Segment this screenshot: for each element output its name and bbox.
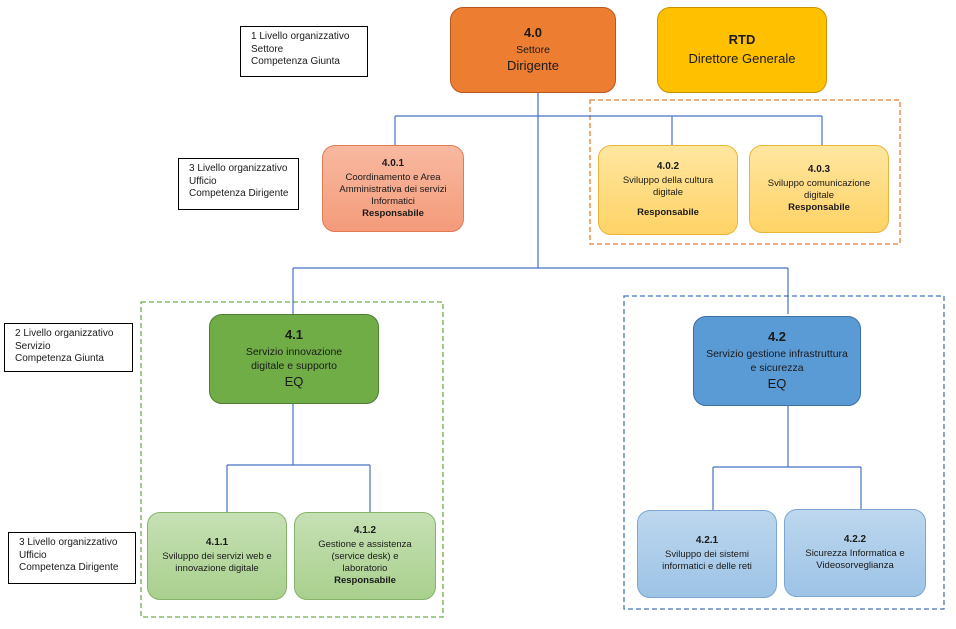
node-4-1-2[interactable]: 4.1.2 Gestione e assistenza (service des… bbox=[294, 512, 436, 600]
node-4-2-code: 4.2 bbox=[767, 329, 787, 344]
node-4-0-code: 4.0 bbox=[523, 25, 543, 40]
node-4-0-2-line-1: Sviluppo della cultura bbox=[622, 175, 714, 186]
legend-level-1-line-1: 1 Livello organizzativo bbox=[251, 31, 350, 42]
node-4-1-code: 4.1 bbox=[284, 327, 304, 342]
legend-level-3-upper: 3 Livello organizzativo Ufficio Competen… bbox=[178, 158, 299, 210]
node-4-1-2-role: Responsabile bbox=[334, 575, 396, 586]
node-4-1-1-line-2: innovazione digitale bbox=[175, 563, 259, 574]
legend-level-2-line-3: Competenza Giunta bbox=[15, 353, 104, 364]
node-4-0-1-line-3: Informatici bbox=[371, 195, 415, 207]
node-4-0-3-line-2: digitale bbox=[803, 190, 835, 201]
node-4-1-2-line-2: (service desk) e bbox=[331, 551, 399, 562]
node-4-1-2-line-3: laboratorio bbox=[342, 563, 388, 574]
node-4-1-1-line-1: Sviluppo dei servizi web e bbox=[162, 551, 272, 562]
node-4-0-1-line-1: Coordinamento e Area bbox=[345, 171, 441, 183]
legend-level-3-lower-line-1: 3 Livello organizzativo bbox=[19, 537, 118, 548]
node-4-2-2-line-2: Videosorveglianza bbox=[816, 560, 894, 571]
node-4-0-2-role: Responsabile bbox=[637, 207, 699, 218]
node-4-2-line-1: Servizio gestione infrastruttura bbox=[706, 348, 848, 360]
node-4-2-line-2: e sicurezza bbox=[750, 362, 804, 374]
node-4-1-1[interactable]: 4.1.1 Sviluppo dei servizi web e innovaz… bbox=[147, 512, 287, 600]
node-4-1-level: EQ bbox=[284, 374, 304, 389]
node-4-0-3-code: 4.0.3 bbox=[807, 164, 831, 175]
legend-level-3-upper-line-3: Competenza Dirigente bbox=[189, 188, 289, 199]
node-4-2-level: EQ bbox=[767, 376, 787, 391]
node-rtd-code: RTD bbox=[728, 32, 756, 47]
service-41-group-frame bbox=[140, 301, 444, 618]
node-4-2-1[interactable]: 4.2.1 Sviluppo dei sistemi informatici e… bbox=[637, 510, 777, 598]
node-4-1-2-line-1: Gestione e assistenza bbox=[318, 539, 412, 550]
node-rtd-line-1: Direttore Generale bbox=[688, 51, 796, 66]
node-4-2-1-line-1: Sviluppo dei sistemi bbox=[665, 549, 749, 560]
node-4-2-2-code: 4.2.2 bbox=[843, 534, 867, 545]
node-4-0-3[interactable]: 4.0.3 Sviluppo comunicazione digitale Re… bbox=[749, 145, 889, 233]
node-4-0-2-code: 4.0.2 bbox=[656, 161, 680, 172]
legend-level-1: 1 Livello organizzativo Settore Competen… bbox=[240, 26, 368, 77]
legend-level-2-line-2: Servizio bbox=[15, 340, 51, 352]
legend-level-1-line-2: Settore bbox=[251, 43, 284, 55]
staff-group-frame bbox=[589, 99, 901, 245]
node-4-0-line-2: Dirigente bbox=[506, 58, 560, 73]
node-4-1-1-code: 4.1.1 bbox=[205, 537, 229, 548]
legend-level-3-lower-line-3: Competenza Dirigente bbox=[19, 562, 119, 573]
node-4-0[interactable]: 4.0 Settore Dirigente bbox=[450, 7, 616, 93]
legend-level-3-lower: 3 Livello organizzativo Ufficio Competen… bbox=[8, 532, 136, 584]
node-4-1-2-code: 4.1.2 bbox=[353, 525, 377, 536]
node-4-2-2-line-1: Sicurezza Informatica e bbox=[805, 548, 905, 559]
node-4-2-1-line-2: informatici e delle reti bbox=[662, 561, 752, 572]
node-4-1[interactable]: 4.1 Servizio innovazione digitale e supp… bbox=[209, 314, 379, 404]
node-4-0-2[interactable]: 4.0.2 Sviluppo della cultura digitale Re… bbox=[598, 145, 738, 235]
node-4-0-3-role: Responsabile bbox=[788, 202, 850, 213]
node-4-2-2[interactable]: 4.2.2 Sicurezza Informatica e Videosorve… bbox=[784, 509, 926, 597]
node-4-0-1-code: 4.0.1 bbox=[381, 157, 405, 169]
legend-level-2-line-1: 2 Livello organizzativo bbox=[15, 328, 114, 339]
node-rtd[interactable]: RTD Direttore Generale bbox=[657, 7, 827, 93]
node-4-1-line-2: digitale e supporto bbox=[251, 360, 337, 372]
node-4-0-2-line-2: digitale bbox=[652, 187, 684, 198]
legend-level-3-upper-line-2: Ufficio bbox=[189, 175, 217, 187]
legend-level-2: 2 Livello organizzativo Servizio Compete… bbox=[4, 323, 133, 372]
node-4-0-line-1: Settore bbox=[516, 44, 550, 56]
legend-level-1-line-3: Competenza Giunta bbox=[251, 56, 340, 67]
legend-level-3-lower-line-2: Ufficio bbox=[19, 549, 47, 561]
node-4-2[interactable]: 4.2 Servizio gestione infrastruttura e s… bbox=[693, 316, 861, 406]
node-4-0-1-line-2: Amministrativa dei servizi bbox=[339, 183, 447, 195]
node-4-1-line-1: Servizio innovazione bbox=[245, 346, 343, 358]
legend-level-3-upper-line-1: 3 Livello organizzativo bbox=[189, 163, 288, 174]
node-4-2-1-code: 4.2.1 bbox=[695, 535, 719, 546]
service-42-group-frame bbox=[623, 295, 945, 610]
node-4-0-1-role: Responsabile bbox=[362, 207, 424, 219]
node-4-0-1[interactable]: 4.0.1 Coordinamento e Area Amministrativ… bbox=[322, 145, 464, 232]
node-4-0-3-line-1: Sviluppo comunicazione bbox=[767, 178, 871, 189]
